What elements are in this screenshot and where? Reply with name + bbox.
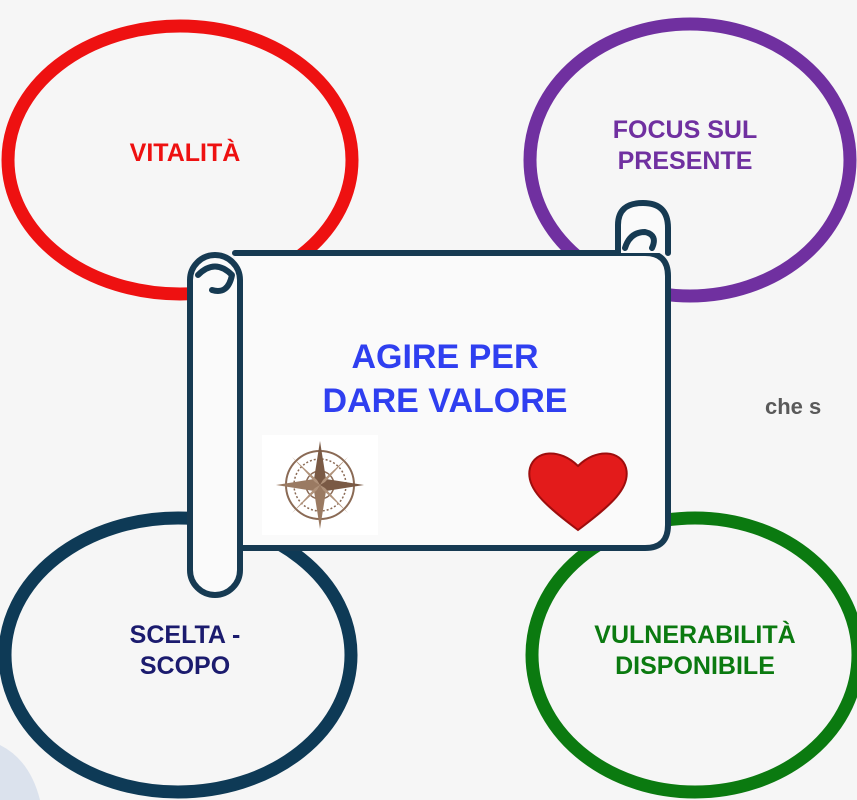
label-agire-per-dare-valore: AGIRE PER DARE VALORE [280, 335, 610, 423]
label-focus-line-1: FOCUS SUL [612, 116, 758, 144]
label-vuln-line-1: VULNERABILITÀ [594, 621, 796, 649]
label-center-line-2: DARE VALORE [322, 382, 568, 421]
label-focus-line-2: PRESENTE [617, 147, 753, 176]
label-vulnerabilita-disponibile: VULNERABILITÀ DISPONIBILE [555, 620, 835, 683]
label-scelta-line-2: SCOPO [139, 652, 231, 681]
heart-icon [528, 452, 628, 532]
circle-vitalita [1, 19, 359, 301]
label-focus-sul-presente: FOCUS SUL PRESENTE [560, 115, 810, 178]
label-vitalita: VITALITÀ [75, 138, 295, 169]
scroll-roll-left [187, 252, 243, 598]
circle-focus [523, 17, 857, 303]
label-scelta-line-1: SCELTA - [129, 621, 241, 649]
circle-scelta [0, 511, 358, 799]
side-text-fragment: che s [765, 394, 822, 419]
compass-rose-icon [262, 435, 378, 535]
globe-corner-decoration [0, 745, 40, 800]
label-scelta-scopo: SCELTA - SCOPO [70, 620, 300, 683]
label-vuln-line-2: DISPONIBILE [615, 652, 775, 681]
circle-vulnerabilita [525, 511, 857, 799]
label-vitalita-line-1: VITALITÀ [129, 139, 241, 167]
label-center-line-1: AGIRE PER [351, 338, 539, 376]
